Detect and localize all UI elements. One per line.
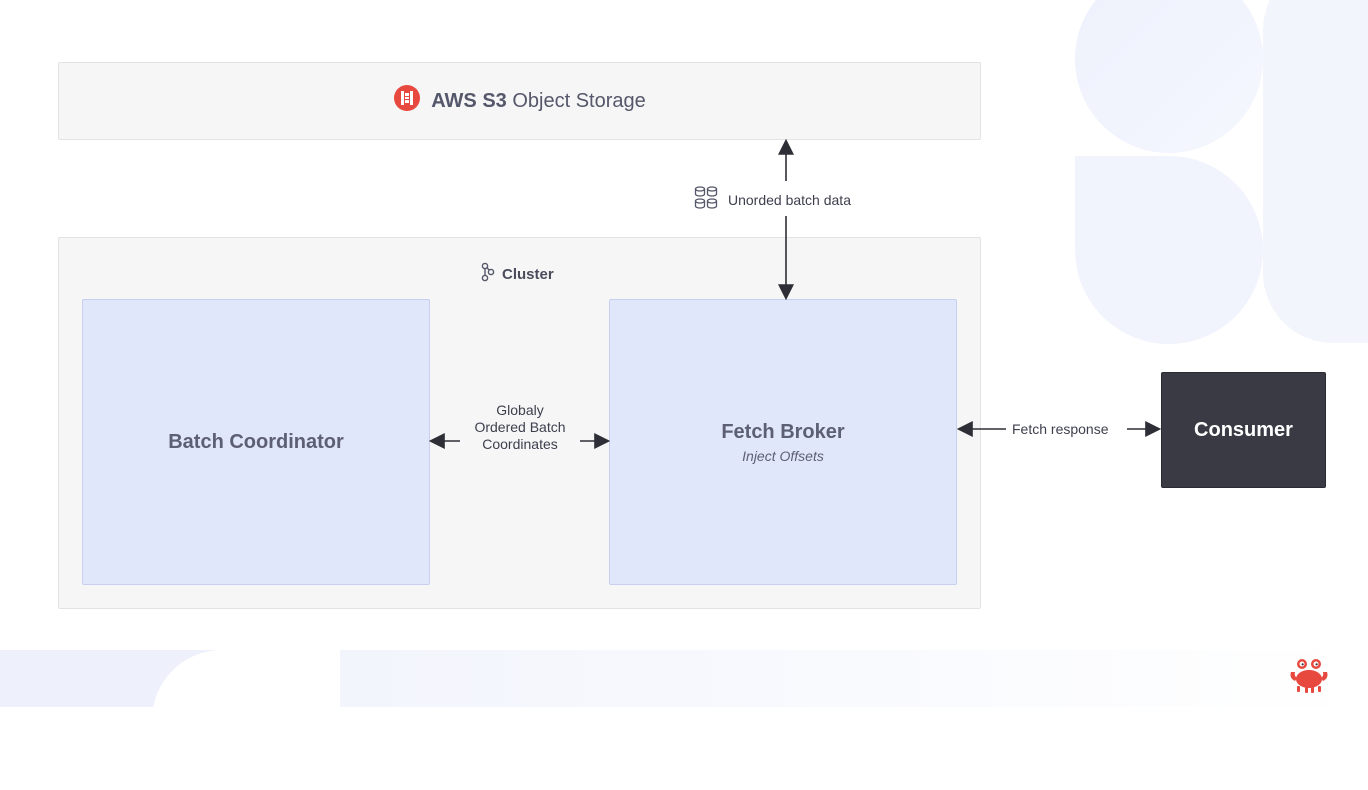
storage-title: AWS S3 Object Storage	[393, 84, 646, 118]
fetch-broker-subtitle: Inject Offsets	[742, 447, 824, 464]
edge-label-storage-text: Unorded batch data	[728, 191, 851, 208]
crab-logo-icon	[1289, 658, 1329, 699]
cluster-nodes-icon	[480, 262, 496, 286]
object-storage-box: AWS S3 Object Storage	[58, 62, 981, 140]
consumer-box: Consumer	[1161, 372, 1326, 488]
edge-label-line-2: Ordered Batch	[474, 419, 566, 435]
decor-pill-right	[1263, 0, 1368, 343]
cluster-label: Cluster	[480, 262, 554, 286]
connector-arrows	[428, 138, 1162, 449]
decor-circle-top-right	[1075, 0, 1263, 153]
fetch-broker-box: Fetch Broker Inject Offsets	[609, 299, 957, 585]
cluster-label-text: Cluster	[502, 265, 554, 283]
aws-s3-icon	[393, 84, 421, 118]
edge-label-storage: Unorded batch data	[694, 183, 851, 216]
edge-label-line-3: Coordinates	[482, 436, 558, 452]
edge-label-fetch-response-text: Fetch response	[1012, 421, 1109, 437]
consumer-title: Consumer	[1194, 418, 1293, 441]
storage-label: Object Storage	[512, 89, 646, 112]
database-stack-icon	[694, 185, 720, 214]
storage-brand: AWS S3	[431, 89, 507, 112]
batch-coordinator-title: Batch Coordinator	[168, 430, 344, 453]
fetch-broker-title: Fetch Broker	[721, 420, 845, 443]
edge-label-line-1: Globaly	[496, 402, 544, 418]
batch-coordinator-box: Batch Coordinator	[82, 299, 430, 585]
edge-label-coordinates: Globaly Ordered Batch Coordinates	[460, 402, 580, 453]
edge-label-fetch-response: Fetch response	[1012, 421, 1109, 437]
decor-quarter-shape	[1075, 156, 1263, 344]
decor-bottom-left-block	[0, 650, 152, 707]
